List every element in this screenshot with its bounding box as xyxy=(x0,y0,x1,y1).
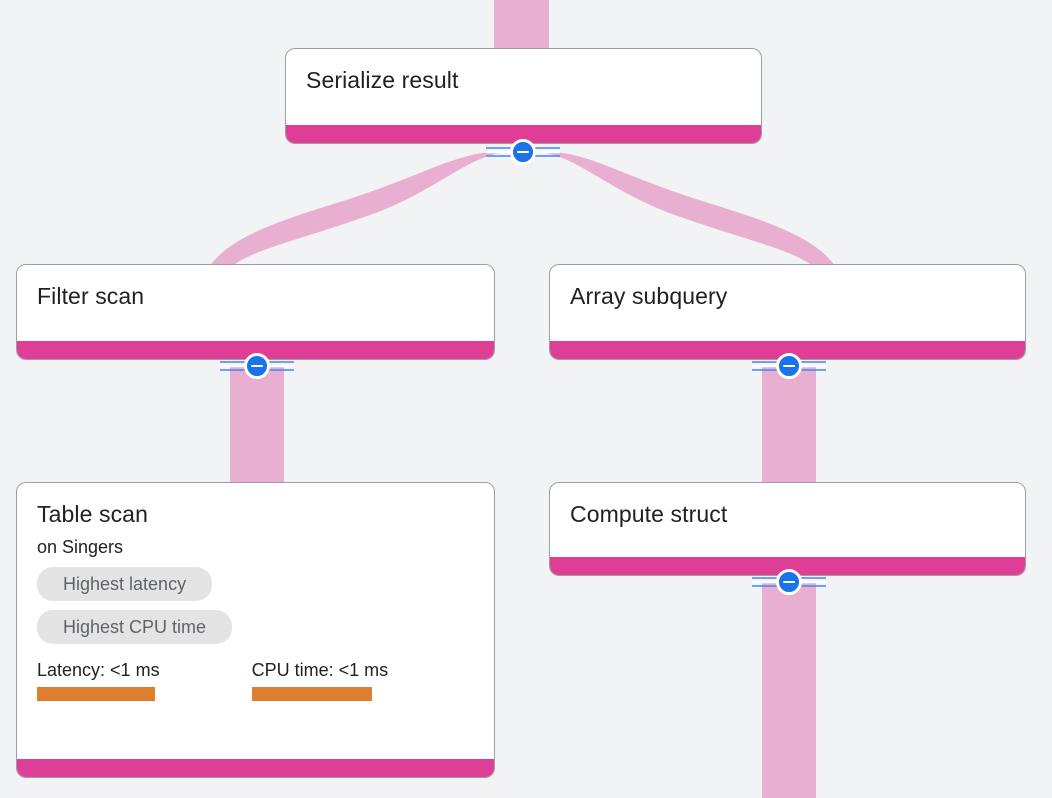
metric-cpu-time-bar xyxy=(251,687,372,701)
node-title: Array subquery xyxy=(570,283,728,309)
collapse-toggle-filter-scan[interactable] xyxy=(220,352,294,380)
edge-compute-struct-to-child xyxy=(762,582,816,798)
metric-cpu-time: CPU time: <1 ms xyxy=(251,659,389,701)
minus-glyph xyxy=(251,364,263,368)
node-body: Array subquery xyxy=(550,265,1025,341)
edge-array-subquery-to-compute-struct xyxy=(762,366,816,484)
node-body: Serialize result xyxy=(286,49,761,125)
node-accent-bar xyxy=(17,341,494,359)
node-subtitle: on Singers xyxy=(37,537,124,557)
minus-glyph xyxy=(783,364,795,368)
minus-glyph xyxy=(783,580,795,584)
node-table-scan[interactable]: Table scan on Singers Highest latency Hi… xyxy=(16,482,495,778)
minus-circle-icon xyxy=(776,353,802,379)
node-body: Table scan on Singers Highest latency Hi… xyxy=(17,483,494,759)
status-badge-highest-cpu-time: Highest CPU time xyxy=(37,610,233,644)
node-title: Table scan xyxy=(37,501,148,527)
node-metrics: Latency: <1 ms CPU time: <1 ms xyxy=(37,659,474,701)
edge-filter-scan-to-table-scan xyxy=(230,366,284,484)
minus-circle-icon xyxy=(510,139,536,165)
metric-cpu-time-label: CPU time: <1 ms xyxy=(251,660,389,680)
node-compute-struct[interactable]: Compute struct xyxy=(549,482,1026,576)
node-accent-bar xyxy=(286,125,761,143)
node-accent-bar xyxy=(550,341,1025,359)
collapse-toggle-array-subquery[interactable] xyxy=(752,352,826,380)
minus-circle-icon xyxy=(244,353,270,379)
status-badge-highest-latency: Highest latency xyxy=(37,567,213,601)
collapse-toggle-compute-struct[interactable] xyxy=(752,568,826,596)
metric-latency: Latency: <1 ms xyxy=(37,659,160,701)
node-body: Compute struct xyxy=(550,483,1025,557)
edge-incoming-to-serialize-result xyxy=(494,0,549,50)
node-title: Filter scan xyxy=(37,283,145,309)
minus-glyph xyxy=(517,150,529,154)
minus-circle-icon xyxy=(776,569,802,595)
metric-latency-bar xyxy=(37,687,155,701)
node-filter-scan[interactable]: Filter scan xyxy=(16,264,495,360)
node-body: Filter scan xyxy=(17,265,494,341)
node-title: Compute struct xyxy=(570,501,728,527)
node-serialize-result[interactable]: Serialize result xyxy=(285,48,762,144)
metric-latency-label: Latency: <1 ms xyxy=(37,660,160,680)
node-accent-bar xyxy=(550,557,1025,575)
node-title: Serialize result xyxy=(306,67,459,93)
node-badges: Highest latency Highest CPU time xyxy=(37,567,474,653)
collapse-toggle-serialize-result[interactable] xyxy=(486,138,560,166)
node-array-subquery[interactable]: Array subquery xyxy=(549,264,1026,360)
node-accent-bar xyxy=(17,759,494,777)
